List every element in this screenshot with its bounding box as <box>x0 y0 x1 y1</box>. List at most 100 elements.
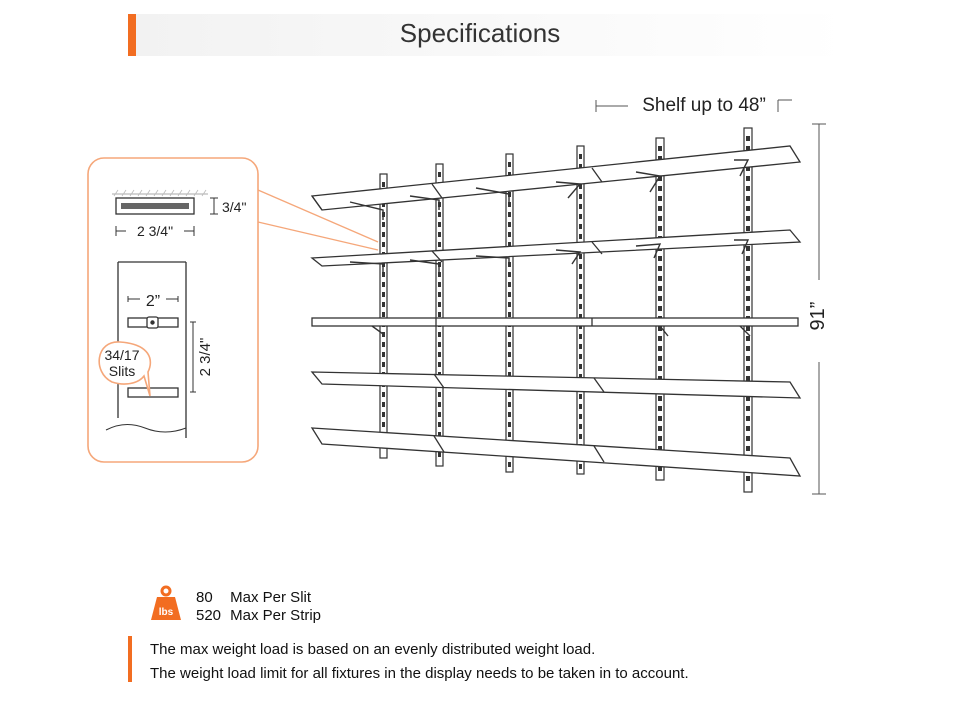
strip-slit <box>658 346 662 351</box>
weight-label-strip: Max Per Strip <box>230 607 322 624</box>
strip-slit <box>438 292 441 297</box>
strip-slit <box>382 242 385 247</box>
detail-callout: 3/4" 2 3/4" 2” 2 3/4" 34/17 Slits <box>87 157 379 463</box>
strip-slit <box>508 412 511 417</box>
weight-row-slit: 80 Max Per Slit <box>196 589 321 607</box>
strip-slit <box>746 306 750 311</box>
strip-slit <box>579 334 582 339</box>
strip-slit <box>438 232 441 237</box>
strip-slit <box>508 422 511 427</box>
strip-slit <box>508 162 511 167</box>
strip-slit <box>579 394 582 399</box>
strip-slit <box>658 206 662 211</box>
strip-slit <box>579 164 582 169</box>
strip-slit <box>382 402 385 407</box>
strip-slit <box>579 264 582 269</box>
strip-slit <box>508 392 511 397</box>
strip-slit <box>508 352 511 357</box>
strip-slit <box>579 204 582 209</box>
strip-slit <box>438 332 441 337</box>
strip-slit <box>658 326 662 331</box>
strip-slit <box>746 336 750 341</box>
weight-row-strip: 520 Max Per Strip <box>196 607 321 625</box>
strip-slit <box>579 254 582 259</box>
strip-slit <box>658 406 662 411</box>
strip-slit <box>438 312 441 317</box>
strip-slit <box>382 422 385 427</box>
strip-slit <box>579 184 582 189</box>
strip-slit <box>508 272 511 277</box>
strip-slit <box>746 446 750 451</box>
strip-slit <box>438 282 441 287</box>
slit-spacing-label: 2 3/4" <box>197 338 214 377</box>
shelf-3 <box>311 317 799 327</box>
strip-slit <box>508 172 511 177</box>
strip-slit <box>658 426 662 431</box>
strip-slit <box>382 292 385 297</box>
bracket-width-label: 2 3/4" <box>137 223 173 239</box>
strip-slit <box>382 222 385 227</box>
strip-slit <box>508 282 511 287</box>
strip-slit <box>579 154 582 159</box>
strip-slit <box>382 282 385 287</box>
strip-slit <box>382 352 385 357</box>
strip-slit <box>579 434 582 439</box>
strip-slit <box>658 286 662 291</box>
strip-slit <box>746 266 750 271</box>
strip-width-label: 2” <box>146 293 160 310</box>
strip-slit <box>508 432 511 437</box>
weight-value-slit: 80 <box>196 589 213 606</box>
strip-slit <box>508 302 511 307</box>
strip-slit <box>382 232 385 237</box>
strip-slit <box>746 136 750 141</box>
strip-slit <box>579 274 582 279</box>
strip-slit <box>438 362 441 367</box>
header-accent-bar <box>128 14 136 56</box>
strip-slit <box>438 272 441 277</box>
bracket-detail <box>112 189 218 236</box>
strip-slit <box>382 302 385 307</box>
bracket-depth-label: 3/4" <box>222 199 246 215</box>
strip-slit <box>746 176 750 181</box>
strip-slit <box>438 172 441 177</box>
note-line-2: The weight load limit for all fixtures i… <box>150 665 689 682</box>
strip-slit <box>382 412 385 417</box>
strip-slit <box>658 176 662 181</box>
strip-slit <box>746 346 750 351</box>
strip-slit <box>438 212 441 217</box>
strip-slit <box>579 224 582 229</box>
strip-slit <box>382 342 385 347</box>
strip-slit <box>746 216 750 221</box>
strip-slit <box>658 376 662 381</box>
strip-slit <box>438 422 441 427</box>
strip-slit <box>658 196 662 201</box>
strip-slit <box>658 356 662 361</box>
strip-slit <box>579 464 582 469</box>
strip-slit <box>658 216 662 221</box>
strip-slit <box>508 232 511 237</box>
strip-slit <box>382 312 385 317</box>
strip-slit <box>508 242 511 247</box>
strip-slit <box>438 242 441 247</box>
strip-slit <box>746 396 750 401</box>
strip-slit <box>746 356 750 361</box>
strip-slit <box>382 182 385 187</box>
strip-slit <box>382 362 385 367</box>
strip-slit <box>579 424 582 429</box>
strip-slit <box>508 222 511 227</box>
strip-slit <box>438 402 441 407</box>
strip-slit <box>746 226 750 231</box>
strip-slit <box>746 276 750 281</box>
strip-detail <box>98 261 196 438</box>
shelf-2 <box>310 229 802 267</box>
strip-slit <box>658 416 662 421</box>
strip-slit <box>508 312 511 317</box>
strip-slit <box>508 202 511 207</box>
notes-accent-bar <box>128 636 132 682</box>
strip-slit <box>508 372 511 377</box>
strip-slit <box>382 272 385 277</box>
strip-slit <box>579 314 582 319</box>
strip-slit <box>438 352 441 357</box>
strip-slit <box>658 226 662 231</box>
strip-slit <box>658 366 662 371</box>
